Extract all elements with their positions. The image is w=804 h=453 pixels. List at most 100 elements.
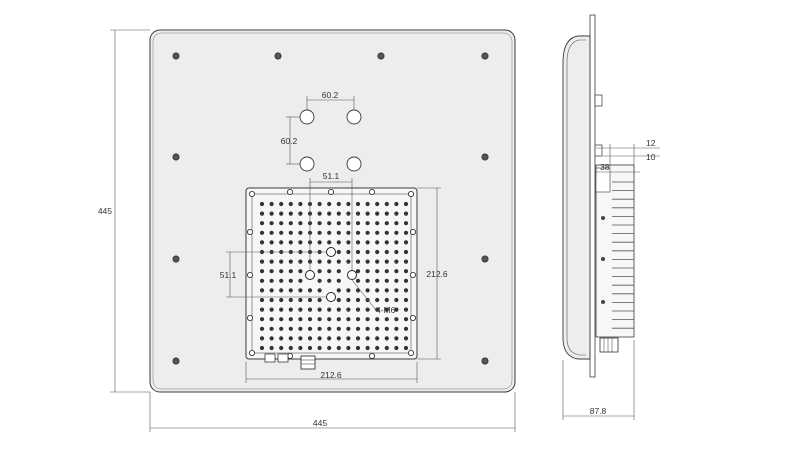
grid-hole [259,345,265,351]
grid-hole [317,297,322,303]
module-lug [248,349,255,356]
grid-hole [365,259,370,264]
grid-hole [298,307,303,312]
dim-side-depth: 87.8 [562,340,635,420]
grid-hole [365,326,370,331]
side-module-screw [601,300,605,304]
dim-panel-width: 445 [149,392,516,432]
grid-hole [288,307,293,312]
panel-screw [172,52,180,60]
module-lugs [246,188,416,359]
mounting-hole [299,109,315,125]
grid-hole [298,201,303,207]
connector [264,353,276,363]
grid-hole [394,278,399,283]
grid-hole [327,278,332,283]
grid-hole [336,201,341,207]
grid-hole [355,249,361,255]
front-view: 60.2 60.2 [98,29,516,432]
dim-center-top: 51.1 [309,171,353,270]
grid-hole [384,336,389,341]
grid-hole [288,240,293,245]
grid-hole [346,259,351,264]
grid-hole [403,278,409,283]
center-screw [326,292,336,302]
panel-screw [172,255,180,263]
grid-hole [317,336,322,341]
grid-hole [298,345,303,351]
grid-hole [298,297,303,303]
grid-hole [269,345,274,351]
grid-hole [346,336,351,341]
grid-hole [394,230,399,235]
dim-label-side-depth: 87.8 [590,406,607,416]
grid-hole [327,240,332,245]
grid-hole [288,326,293,331]
grid-hole [375,221,380,226]
grid-hole [355,240,361,245]
grid-hole [317,345,322,351]
panel-screw [172,153,180,161]
grid-hole [384,345,389,351]
grid-hole [346,317,351,322]
side-bolt [594,144,603,157]
grid-hole [317,240,322,245]
grid-hole [403,269,409,274]
grid-hole [269,317,274,322]
grid-hole [403,259,409,264]
dim-label-module-width: 212.6 [320,370,342,380]
side-radome [562,35,591,360]
grid-hole [365,278,370,283]
grid-hole [259,269,265,274]
grid-hole [375,288,380,293]
grid-hole [269,230,274,235]
grid-hole [298,288,303,293]
grid-hole [375,249,380,255]
module-lug [409,228,416,235]
grid-hole [279,259,284,264]
grid-hole [269,259,274,264]
grid-hole [355,297,361,303]
module-lug [246,314,253,321]
grid-hole [317,278,322,283]
grid-hole [259,201,265,207]
grid-hole [269,288,274,293]
grid-hole [327,211,332,216]
grid-hole [365,269,370,274]
grid-hole [327,336,332,341]
dim-label-mount-horizontal: 60.2 [322,90,339,100]
grid-hole [298,211,303,216]
dim-mount-horizontal: 60.2 [306,90,355,110]
grid-hole [346,240,351,245]
grid-hole [336,230,341,235]
panel-screw [481,52,489,60]
grid-hole [327,221,332,226]
panel-screws [172,52,489,365]
dim-center-left: 51.1 [220,251,326,298]
grid-hole [375,201,380,207]
panel-screw [274,52,282,60]
side-fins [612,181,634,329]
grid-hole [327,317,332,322]
grid-hole [384,326,389,331]
grid-hole [346,221,351,226]
side-module-screw [601,257,605,261]
dim-label-mount-vertical: 60.2 [281,136,298,146]
grid-hole [384,249,389,255]
cable-connectors [264,353,316,370]
grid-hole [288,259,293,264]
grid-hole [327,345,332,351]
grid-hole [384,230,389,235]
module-lug [407,349,414,356]
grid-hole [365,288,370,293]
grid-hole [279,336,284,341]
dim-label-panel-height: 445 [98,206,112,216]
grid-hole [336,211,341,216]
cable-gland [300,355,316,370]
center-screws [305,247,357,302]
grid-hole [394,211,399,216]
grid-hole [259,288,265,293]
grid-hole [269,240,274,245]
dim-label-center-top: 51.1 [323,171,340,181]
grid-hole [355,259,361,264]
